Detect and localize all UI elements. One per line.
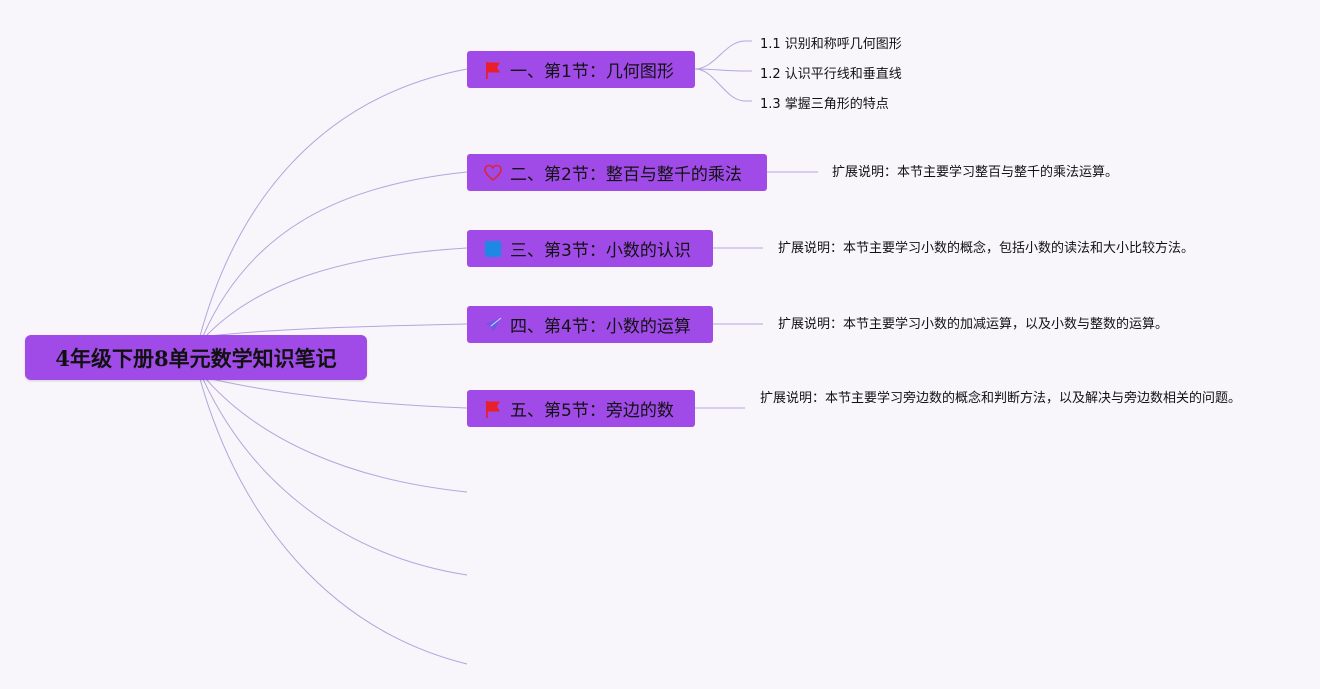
connector-root-empty-2 [202, 378, 468, 576]
red-flag-icon [483, 60, 503, 80]
branch-label-4: 四、第4节：小数的运算 [510, 317, 691, 337]
connector-b1-child-3 [694, 68, 752, 102]
root-node[interactable]: 4年级下册8单元数学知识笔记 [25, 335, 367, 380]
branch-label-2: 二、第2节：整百与整千的乘法 [510, 165, 742, 185]
branch-node-1[interactable]: 一、第1节：几何图形 [467, 51, 695, 88]
branch-node-2[interactable]: 二、第2节：整百与整千的乘法 [467, 154, 767, 191]
paper-plane-icon [483, 315, 503, 335]
leaf-1-3[interactable]: 1.3 掌握三角形的特点 [760, 97, 889, 112]
branch-label-1: 一、第1节：几何图形 [510, 62, 674, 82]
connector-root-empty-1 [205, 378, 468, 493]
connector-root-branch-4 [209, 323, 468, 337]
branch-node-3[interactable]: 三、第3节：小数的认识 [467, 230, 713, 267]
root-title: 4年级下册8单元数学知识笔记 [55, 345, 337, 371]
branch-node-4[interactable]: 四、第4节：小数的运算 [467, 306, 713, 343]
connector-b1-child-2 [694, 68, 752, 72]
connector-root-empty-3 [199, 378, 468, 665]
blue-square-icon [483, 239, 503, 259]
leaf-1-1[interactable]: 1.1 识别和称呼几何图形 [760, 37, 902, 52]
heart-outline-icon [483, 163, 503, 183]
branch-node-5[interactable]: 五、第5节：旁边的数 [467, 390, 695, 427]
connector-root-branch-5 [211, 378, 468, 409]
leaf-1-2[interactable]: 1.2 认识平行线和垂直线 [760, 67, 902, 82]
note-2[interactable]: 扩展说明：本节主要学习整百与整千的乘法运算。 [832, 165, 1119, 180]
branch-label-5: 五、第5节：旁边的数 [510, 401, 674, 421]
note-4[interactable]: 扩展说明：本节主要学习小数的加减运算，以及小数与整数的运算。 [778, 317, 1169, 332]
branch-label-3: 三、第3节：小数的认识 [510, 241, 691, 261]
note-3[interactable]: 扩展说明：本节主要学习小数的概念，包括小数的读法和大小比较方法。 [778, 241, 1195, 256]
connector-b1-child-1 [694, 40, 752, 70]
connector-root-branch-1 [199, 68, 468, 337]
connector-root-branch-3 [205, 247, 468, 337]
red-flag-icon [483, 399, 503, 419]
note-5[interactable]: 扩展说明：本节主要学习旁边数的概念和判断方法，以及解决与旁边数相关的问题。 [760, 391, 1242, 406]
connector-root-branch-2 [202, 171, 468, 337]
